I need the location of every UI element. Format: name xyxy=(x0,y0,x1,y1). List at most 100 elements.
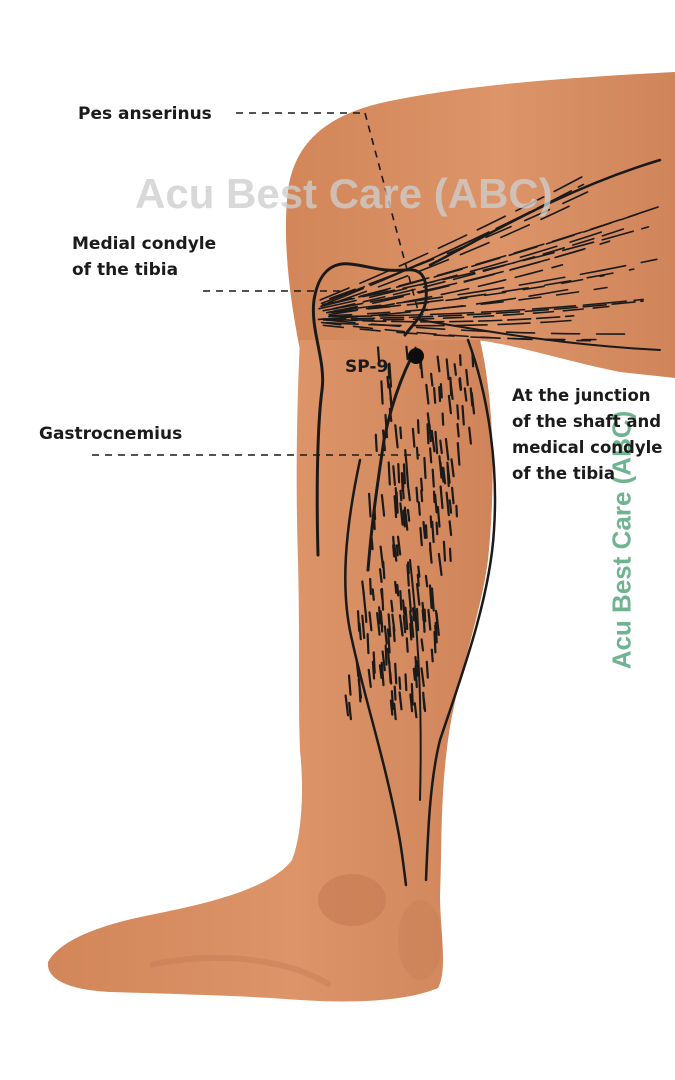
calf-fiber-stroke xyxy=(436,355,441,373)
thigh-fiber-line xyxy=(330,268,635,314)
calf-fiber-stroke xyxy=(404,606,409,631)
calf-fiber-stroke xyxy=(440,466,445,483)
calf-fiber-stroke xyxy=(420,489,424,503)
thigh-fiber-line xyxy=(327,298,644,318)
calf-fiber-stroke xyxy=(393,685,397,701)
calf-fiber-stroke xyxy=(364,610,368,624)
thigh-fiber-line xyxy=(328,274,605,313)
calf-fiber-stroke xyxy=(448,520,453,537)
calf-fiber-stroke xyxy=(390,690,395,711)
location-line1: At the junction xyxy=(512,386,651,405)
calf-fiber-stroke xyxy=(468,426,472,445)
calf-fiber-stroke xyxy=(399,489,403,502)
calf-fiber-stroke xyxy=(378,606,382,625)
calf-fiber-stroke xyxy=(434,624,438,639)
calf-fiber-stroke xyxy=(355,659,360,678)
calf-fiber-stroke xyxy=(371,588,375,601)
thigh-fiber-line xyxy=(329,184,602,300)
calf-fiber-stroke xyxy=(422,520,427,540)
calf-fiber-stroke xyxy=(388,407,393,423)
calf-fiber-stroke xyxy=(453,363,457,376)
sp9-point-marker xyxy=(408,348,424,364)
calf-fiber-stroke xyxy=(419,526,423,547)
calf-fiber-stroke xyxy=(451,486,455,505)
calf-fiber-stroke xyxy=(439,485,444,510)
calf-fiber-stroke xyxy=(392,535,396,553)
calf-fiber-stroke xyxy=(362,590,367,613)
calf-fiber-stroke xyxy=(405,637,409,653)
calf-fiber-stroke xyxy=(417,501,421,516)
calf-fiber-stroke xyxy=(380,661,385,687)
calf-fiber-stroke xyxy=(393,702,397,721)
calf-fiber-stroke xyxy=(356,610,361,633)
calf-fiber-stroke xyxy=(405,464,410,489)
calf-fiber-stroke xyxy=(366,632,370,655)
calf-fiber-stroke xyxy=(383,625,388,645)
calf-fiber-stroke xyxy=(437,552,443,577)
medial-condyle-label-line1: Medial condyle xyxy=(72,234,217,254)
calf-fiber-stroke xyxy=(374,433,378,453)
calf-fiber-stroke xyxy=(446,465,450,488)
calf-fiber-stroke xyxy=(442,466,447,485)
thigh-shape xyxy=(285,72,675,378)
calf-fiber-stroke xyxy=(433,387,437,404)
gastrocnemius-fibers xyxy=(344,345,476,721)
calf-fiber-stroke xyxy=(409,622,413,641)
calf-fiber-stroke xyxy=(376,611,381,636)
calf-fiber-stroke xyxy=(449,376,453,397)
calf-fiber-stroke xyxy=(428,584,433,610)
thigh-fiber-line xyxy=(322,248,585,312)
calf-fiber-stroke xyxy=(426,423,430,445)
thigh-fiber-line xyxy=(320,194,566,305)
calf-fiber-stroke xyxy=(448,547,452,563)
calf-fiber-stroke xyxy=(435,521,439,536)
calf-fiber-stroke xyxy=(407,561,410,575)
calf-fiber-stroke xyxy=(372,514,376,531)
calf-fiber-stroke xyxy=(407,588,412,613)
calf-fiber-stroke xyxy=(414,655,418,677)
calf-fiber-stroke xyxy=(425,383,430,405)
leader-lines xyxy=(92,112,421,456)
calf-fiber-stroke xyxy=(415,486,419,503)
calf-fiber-stroke xyxy=(394,662,398,685)
calf-fiber-stroke xyxy=(463,387,468,402)
calf-fiber-stroke xyxy=(442,540,447,562)
calf-fiber-stroke xyxy=(410,615,415,638)
calf-fiber-stroke xyxy=(435,612,440,637)
foot-arch-shade xyxy=(149,955,332,988)
thigh-fiber-line xyxy=(318,231,602,310)
calf-fiber-stroke xyxy=(420,477,424,492)
calf-fiber-stroke xyxy=(409,693,414,713)
thigh-fiber-line xyxy=(326,319,635,335)
thigh-fiber-line xyxy=(322,226,650,306)
calf-fiber-stroke xyxy=(399,589,403,611)
calf-fiber-stroke xyxy=(471,351,475,368)
calf-fiber-stroke xyxy=(361,614,366,640)
calf-fiber-stroke xyxy=(388,383,393,403)
thigh-lower-line xyxy=(419,319,661,351)
calf-fiber-stroke xyxy=(429,447,433,464)
ankle-shadow xyxy=(318,874,386,926)
thigh-fiber-line xyxy=(333,315,575,323)
heel-shadow xyxy=(398,900,442,980)
thigh-fiber-line xyxy=(334,258,658,312)
calf-fiber-stroke xyxy=(393,495,398,519)
calf-fiber-stroke xyxy=(404,449,408,467)
calf-fiber-stroke xyxy=(348,701,352,721)
calf-fiber-stroke xyxy=(403,508,409,531)
calf-fiber-stroke xyxy=(423,608,427,623)
calf-fiber-stroke xyxy=(378,664,383,680)
calf-fiber-stroke xyxy=(433,630,437,654)
calf-fiber-stroke xyxy=(382,560,386,580)
calf-fiber-stroke xyxy=(370,536,374,551)
calf-fiber-stroke xyxy=(456,422,460,438)
calf-fiber-stroke xyxy=(428,423,432,443)
gastrocnemius-label: Gastrocnemius xyxy=(39,424,183,444)
calf-fiber-stroke xyxy=(384,413,389,439)
calf-fiber-stroke xyxy=(399,502,404,526)
calf-fiber-stroke xyxy=(434,430,439,455)
thigh-fiber-line xyxy=(332,227,627,310)
calf-fiber-stroke xyxy=(426,412,431,426)
calf-fiber-stroke xyxy=(422,620,426,633)
calf-fiber-stroke xyxy=(423,456,427,480)
